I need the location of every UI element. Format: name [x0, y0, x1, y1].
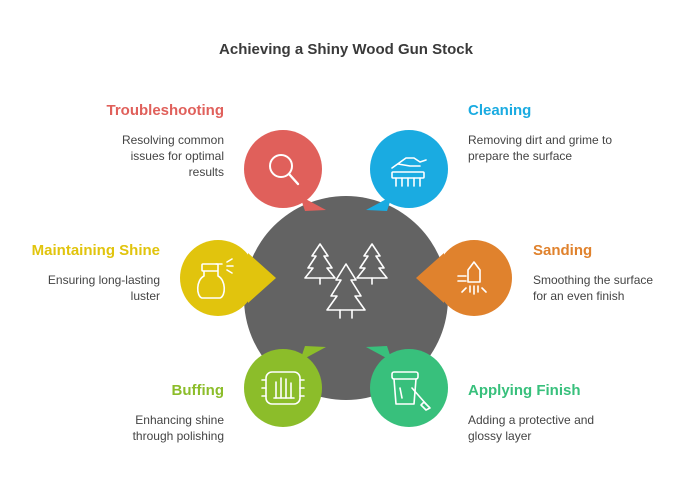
step-node-cleaning [366, 130, 448, 211]
step-node-maintaining-shine [180, 240, 276, 316]
step-desc-maintaining-shine: Ensuring long-lasting luster [47, 273, 160, 303]
step-node-troubleshooting [244, 130, 326, 211]
polishing-hand-icon [261, 371, 305, 405]
step-node-buffing [244, 346, 326, 427]
step-desc-troubleshooting: Resolving common issues for optimal resu… [121, 133, 224, 179]
step-node-sanding [416, 240, 512, 316]
step-desc-applying-finish: Adding a protective and glossy layer [468, 413, 595, 443]
pine-trees-icon [304, 243, 388, 319]
step-label-buffing: Buffing [171, 382, 224, 399]
step-label-sanding: Sanding [533, 242, 593, 259]
diagram-title: Achieving a Shiny Wood Gun Stock [219, 41, 473, 58]
step-label-maintaining-shine: Maintaining Shine [31, 242, 160, 259]
spray-bottle-icon [196, 258, 234, 299]
step-desc-sanding: Smoothing the surface for an even finish [533, 273, 654, 303]
step-label-troubleshooting: Troubleshooting [106, 102, 225, 119]
sanding-block-icon [457, 261, 487, 295]
step-label-applying-finish: Applying Finish [468, 382, 581, 399]
step-node-applying-finish [366, 346, 448, 427]
center-hub [244, 196, 448, 400]
paint-pot-brush-icon [391, 371, 431, 411]
step-label-cleaning: Cleaning [468, 102, 532, 119]
step-desc-buffing: Enhancing shine through polishing [132, 413, 224, 443]
cleaning-brush-icon [391, 157, 427, 187]
step-desc-cleaning: Removing dirt and grime to prepare the s… [468, 133, 613, 163]
magnifier-icon [269, 154, 293, 178]
